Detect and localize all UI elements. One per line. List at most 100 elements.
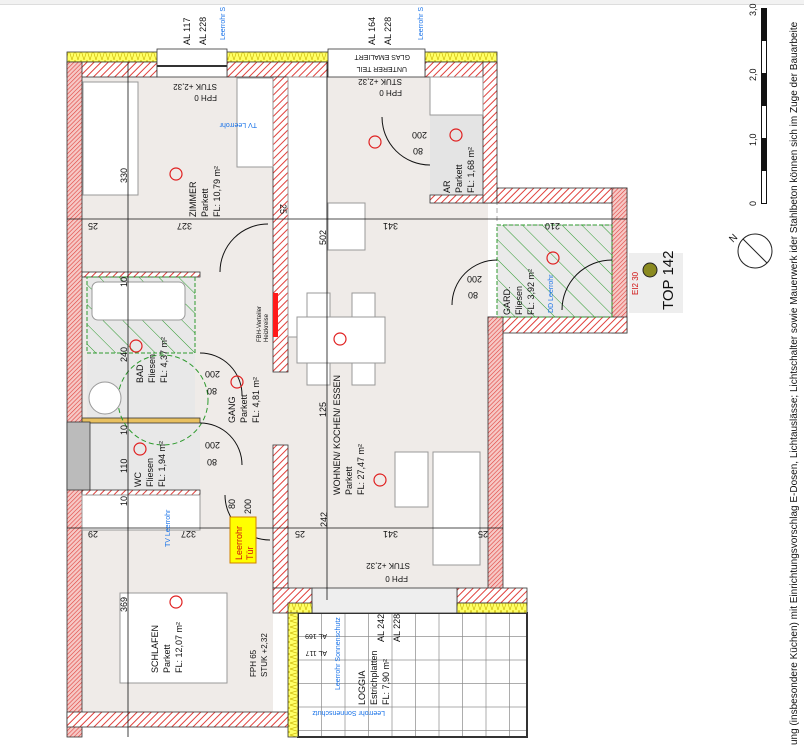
conduit-label: Leerrohr S: [418, 7, 425, 40]
window-sill-height: AL 242: [376, 614, 386, 642]
dimension-value: 341: [383, 529, 398, 539]
room-name: LOGGIA: [357, 670, 367, 705]
scale-bar-segment: [762, 106, 766, 138]
dimension-value: 80: [468, 290, 478, 300]
room-floor-type: Fliesen: [514, 286, 524, 315]
conduit-label: TV Leerrohr: [165, 509, 172, 547]
room-area: FL: 1,68 m²: [466, 147, 476, 193]
room-area: FL: 10,79 m²: [212, 166, 222, 217]
bathtub: [91, 281, 186, 321]
window-head-height: AL 228: [383, 17, 393, 45]
room-name: GARD.: [502, 286, 512, 315]
wardrobe-ar: [429, 76, 484, 116]
dimension-value: 330: [119, 168, 129, 183]
room-area: FL: 27,47 m²: [356, 444, 366, 495]
armchair: [394, 451, 429, 508]
dimension-value: 502: [318, 230, 328, 245]
dimension-value: 10: [119, 277, 129, 287]
scale-bar-segment: [762, 171, 766, 203]
ceiling-height-note: STUK +2,32: [173, 82, 217, 91]
dimension-lines: [67, 62, 627, 737]
dimension-value: 80: [413, 146, 423, 156]
ceiling-height-note: STUK +2,32: [260, 633, 269, 677]
dimension-value: 240: [119, 347, 129, 362]
dimension-value: 210: [545, 221, 560, 231]
dining-table: [296, 316, 386, 364]
room-area: FL: 4,37 m²: [159, 337, 169, 383]
ceiling-height-note: FPH 0: [379, 88, 402, 97]
conduit-label: TV Leerrohr: [219, 121, 257, 128]
conduit-label: Leerrohr Sonnenschutz: [312, 709, 385, 716]
chair: [351, 362, 376, 386]
room-area: FL: 4,81 m²: [251, 377, 261, 423]
dimension-value: 125: [318, 402, 328, 417]
insulation-top: [66, 51, 498, 63]
disclaimer-text: ung (insbesondere Küchen) mit Einrichtun…: [789, 21, 800, 745]
conduit-label: Leerrohr Sonnenschutz: [335, 617, 342, 690]
ceiling-height-note: STUK +2,32: [366, 561, 410, 570]
room-name: WC: [133, 472, 143, 487]
loggia-al: AL 169: [305, 632, 327, 639]
dimension-value: 242: [319, 512, 329, 527]
shaft: [66, 421, 91, 491]
wardrobe-schlafen: [81, 494, 201, 531]
door-conduit-label: Leerrohr: [234, 526, 244, 560]
dimension-value: 25: [88, 221, 98, 231]
window-sill-height: AL 164: [367, 17, 377, 45]
gard-area: [496, 224, 613, 318]
dimension-value: 110: [119, 459, 129, 473]
doors: [199, 116, 613, 541]
room-area: FL: 12,07 m²: [174, 622, 184, 673]
entrance-marker-icon: [642, 262, 658, 278]
lower-part-note: UNTERER TEIL: [356, 65, 407, 72]
window-head-height: AL 228: [392, 614, 402, 642]
room-floor-type: Parkett: [200, 188, 210, 217]
room-name: BAD: [135, 364, 145, 383]
dimension-value: 25: [478, 529, 488, 539]
dimension-value: 200: [467, 274, 482, 284]
north-arrow-line: [742, 238, 768, 264]
dimension-value: 200: [412, 130, 427, 140]
room-floor-type: Estrichplatten: [369, 650, 379, 705]
dimension-value: 29: [88, 529, 98, 539]
chair: [351, 292, 376, 318]
north-label: N: [727, 232, 740, 245]
room-name: WOHNEN/ KOCHEN/ ESSEN: [332, 375, 342, 495]
dimension-value: 341: [383, 221, 398, 231]
dimension-value: 200: [243, 499, 253, 514]
scale-bar-segment: [762, 41, 766, 73]
door-conduit-tag: [229, 516, 257, 564]
loggia-al: AL 117: [305, 649, 327, 656]
room-floor-type: Fliesen: [145, 458, 155, 487]
bed-zimmer: [82, 81, 139, 196]
loggia-window: [311, 587, 458, 614]
distributor-label: FBH-Verteiler: [257, 306, 263, 342]
dimension-value: 10: [119, 496, 129, 506]
dimension-value: 80: [207, 386, 217, 396]
ceiling-height-note: FPH 0: [194, 93, 217, 102]
washbasin: [88, 381, 122, 415]
scale-label: 2,0: [748, 68, 758, 81]
unit-label: TOP 142: [660, 251, 677, 311]
glass-note: GLAS EMALIERT: [354, 53, 410, 60]
ceiling-height-note: STUK +2,32: [358, 77, 402, 86]
light-outlets: [129, 128, 560, 609]
room-name: AR: [442, 180, 452, 193]
room-floor-type: Parkett: [454, 164, 464, 193]
room-floor-type: Parkett: [162, 644, 172, 673]
dimension-value: 327: [181, 529, 196, 539]
window-sill-height: AL 117: [182, 17, 192, 45]
room-area: FL: 3,92 m²: [526, 269, 536, 315]
unit-label-box: [629, 253, 683, 313]
sofa: [432, 451, 481, 566]
room-area: FL: 7,90 m²: [381, 659, 391, 705]
dimension-value: 25: [278, 204, 288, 214]
north-arrow-icon: [737, 233, 773, 269]
turning-circle: [117, 354, 209, 446]
hob: [327, 202, 366, 251]
scale-label: 0: [748, 201, 758, 206]
desk: [236, 77, 274, 168]
fire-rating-label: EI2 30: [631, 271, 640, 295]
dimension-value: 327: [177, 221, 192, 231]
